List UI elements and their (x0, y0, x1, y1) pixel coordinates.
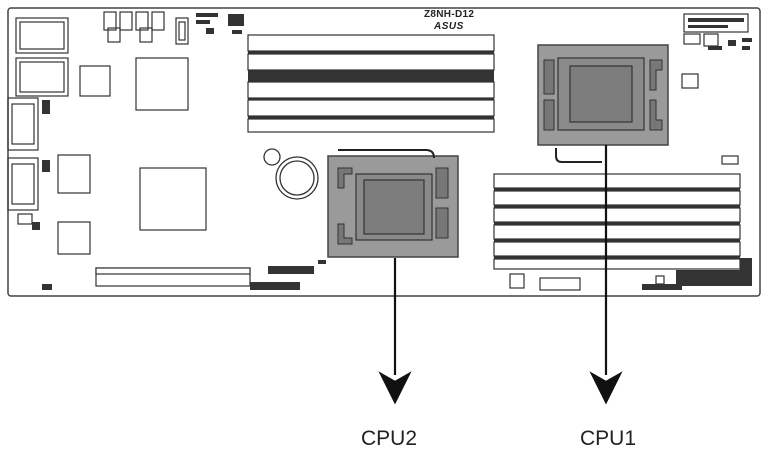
chip-small-1 (79, 65, 111, 97)
motherboard-outline (7, 7, 761, 297)
atx-power-connector (683, 13, 749, 33)
capacitor-large (275, 156, 319, 200)
dimm-slots-cpu1 (493, 173, 741, 270)
cpu1-socket (537, 44, 669, 163)
cpu2-label: CPU2 (361, 427, 418, 450)
fan-connector (539, 277, 581, 291)
cpu2-socket (327, 149, 459, 258)
cpu2-arrowhead (378, 371, 412, 405)
cpu1-label: CPU1 (580, 427, 637, 450)
rear-io-panel (7, 17, 69, 225)
cpu1-arrowhead (589, 371, 623, 405)
sata-connectors (103, 11, 189, 45)
board-model-label: Z8NH-D12 (424, 9, 475, 20)
asus-logo: ASUS (434, 21, 464, 32)
bmc-chip (139, 167, 207, 231)
chip-small-2 (57, 154, 91, 194)
chipset-chip (135, 57, 189, 111)
chip-small-3 (57, 221, 91, 255)
capacitor-small (263, 148, 281, 166)
